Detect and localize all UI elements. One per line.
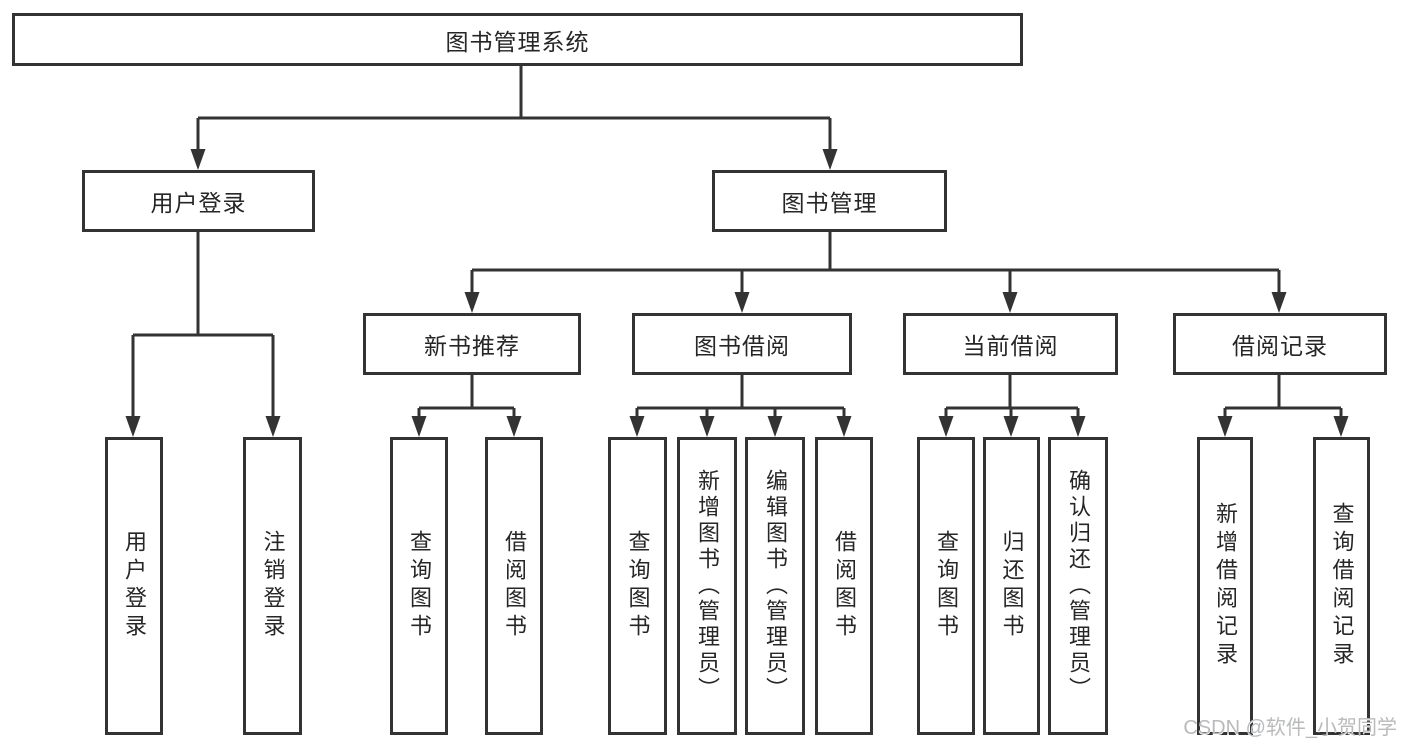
edge-book-mgmt-to-level3	[470, 232, 1281, 309]
arrowheads	[125, 149, 1349, 437]
arrowhead	[265, 416, 281, 437]
arrowhead	[1333, 416, 1349, 437]
node-label: 图书管理	[781, 190, 878, 216]
arrowhead	[699, 416, 715, 437]
leaf-label: 借阅图书	[502, 530, 527, 642]
node-book-management: 图书管理	[712, 170, 947, 232]
node-new-book-recommend: 新书推荐	[363, 313, 581, 375]
node-book-borrowing: 图书借阅	[632, 313, 852, 375]
leaf-label: 用户登录	[122, 530, 147, 642]
edge-new-book-branch	[417, 375, 516, 433]
arrowhead	[190, 149, 206, 170]
arrowhead	[836, 416, 852, 437]
node-label: 图书借阅	[694, 333, 790, 359]
arrowhead	[767, 416, 783, 437]
leaf-user-login: 用户登录	[105, 437, 163, 735]
node-label: 当前借阅	[962, 333, 1059, 359]
node-user-login: 用户登录	[82, 170, 315, 232]
edge-borrowing-records-branch	[1223, 375, 1343, 433]
leaf-edit-books-admin: 编辑图书（管理员）	[745, 437, 805, 735]
arrowhead	[1003, 416, 1019, 437]
arrowhead	[1217, 416, 1233, 437]
arrowhead	[1271, 292, 1287, 313]
edge-user-login-branch	[131, 232, 275, 433]
arrowhead	[411, 416, 427, 437]
arrowhead	[1002, 292, 1018, 313]
connector-paths	[131, 66, 1343, 433]
leaf-borrow-books-nbr: 借阅图书	[485, 437, 543, 735]
leaf-add-books-admin: 新增图书（管理员）	[677, 437, 737, 735]
leaf-label: 借阅图书	[832, 530, 857, 642]
leaf-label: 归还图书	[999, 530, 1025, 642]
arrowhead	[506, 416, 522, 437]
leaf-query-books-cb: 查询图书	[917, 437, 975, 735]
node-borrowing-records: 借阅记录	[1173, 313, 1387, 375]
leaf-query-books-nbr: 查询图书	[390, 437, 448, 735]
leaf-confirm-return-admin: 确认归还（管理员）	[1048, 437, 1108, 735]
leaf-logout: 注销登录	[243, 437, 302, 735]
arrowhead	[464, 292, 480, 313]
node-label: 新书推荐	[424, 333, 520, 359]
node-library-management-system: 图书管理系统	[12, 13, 1023, 66]
arrowhead	[822, 149, 838, 170]
leaf-query-books-bb: 查询图书	[608, 437, 667, 735]
leaf-label: 查询图书	[625, 530, 651, 642]
leaf-label: 新增图书（管理员）	[695, 469, 720, 703]
csdn-watermark: CSDN @软件_小贺同学	[1183, 717, 1397, 739]
leaf-label: 查询借阅记录	[1329, 502, 1355, 670]
arrowhead	[1070, 416, 1086, 437]
node-current-borrowing: 当前借阅	[903, 313, 1118, 375]
arrowhead	[125, 416, 141, 437]
leaf-query-borrow-record: 查询借阅记录	[1313, 437, 1370, 735]
arrowhead	[734, 292, 750, 313]
node-label: 用户登录	[150, 190, 247, 216]
leaf-label: 查询图书	[934, 530, 959, 642]
edge-book-borrowing-branch	[635, 375, 846, 433]
arrowhead	[938, 416, 954, 437]
edge-root-to-level2	[196, 66, 832, 166]
leaf-return-books: 归还图书	[983, 437, 1040, 735]
leaf-label: 确认归还（管理员）	[1066, 469, 1091, 703]
node-label: 图书管理系统	[445, 28, 590, 55]
leaf-label: 查询图书	[407, 530, 432, 642]
leaf-label: 新增借阅记录	[1213, 502, 1238, 670]
leaf-add-borrow-record: 新增借阅记录	[1197, 437, 1253, 735]
leaf-label: 编辑图书（管理员）	[763, 469, 788, 703]
node-label: 借阅记录	[1232, 333, 1328, 359]
arrowhead	[629, 416, 645, 437]
leaf-borrow-books-bb: 借阅图书	[815, 437, 873, 735]
leaf-label: 注销登录	[260, 530, 286, 642]
